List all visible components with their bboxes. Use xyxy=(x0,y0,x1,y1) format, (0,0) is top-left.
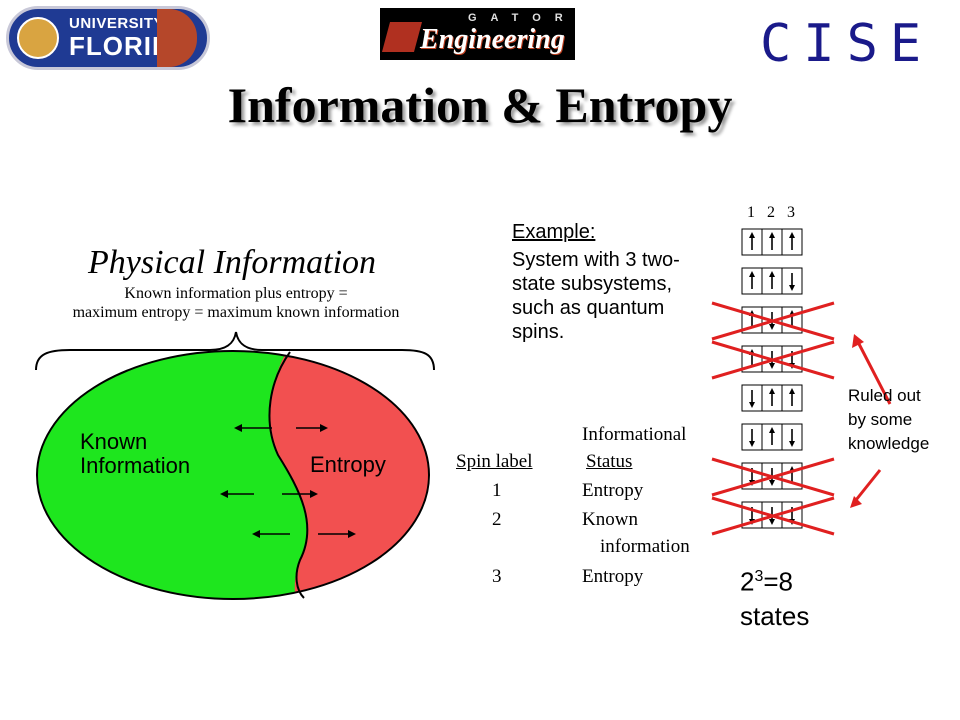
gator-label: GATOR xyxy=(468,12,577,24)
example-line-3: such as quantum xyxy=(512,297,665,319)
university-of-florida-logo: UNIVERSITY OF FLORIDA xyxy=(6,6,210,70)
uf-seal-icon xyxy=(17,17,59,59)
example-label: Example: xyxy=(512,221,596,243)
ruled-out-cross-icon xyxy=(711,340,835,380)
physical-information-title: Physical Information xyxy=(88,244,377,281)
state-count-word: states xyxy=(740,600,810,631)
cise-logo: CISE xyxy=(760,14,934,74)
known-label-line2: Information xyxy=(80,453,191,478)
information-ellipse-outline xyxy=(36,350,430,600)
state-count-formula: 23=8 xyxy=(740,560,809,599)
spin-column-label-3: 3 xyxy=(787,204,795,221)
engineering-label: Engineering xyxy=(420,24,565,55)
example-description: System with 3 two- state subsystems, suc… xyxy=(512,248,732,344)
subtitle-line-2: maximum entropy = maximum known informat… xyxy=(72,304,400,321)
state-count: 23=8 states xyxy=(740,560,809,633)
ruled-out-cross-icon xyxy=(711,457,835,497)
spin-state-row xyxy=(711,457,835,497)
count-base: 2 xyxy=(740,566,755,597)
table-row-2-label: 2 xyxy=(492,509,502,530)
example-line-4: spins. xyxy=(512,321,565,343)
table-row-2-status: Known xyxy=(582,509,638,530)
table-row-1-label: 1 xyxy=(492,480,502,501)
spin-up-arrow-icon xyxy=(769,271,775,289)
ruled-out-note: Ruled out by some knowledge xyxy=(848,384,958,456)
curly-brace-icon xyxy=(35,331,435,371)
spin-state-row xyxy=(711,496,835,536)
ruled-out-line2: by some xyxy=(848,410,913,429)
arrow-left-icon xyxy=(220,490,254,498)
spin-up-arrow-icon xyxy=(769,427,775,445)
ruled-out-cross-icon xyxy=(711,301,835,341)
arrow-right-icon xyxy=(318,530,356,538)
spin-up-arrow-icon xyxy=(789,232,795,250)
arrow-right-icon xyxy=(282,490,318,498)
count-exponent: 3 xyxy=(754,568,764,585)
ruled-out-line3: knowledge xyxy=(848,434,930,453)
table-row-1-status: Entropy xyxy=(582,480,644,501)
arrow-left-icon xyxy=(234,424,272,432)
table-header-status: Status xyxy=(586,451,633,472)
count-result: =8 xyxy=(763,566,794,597)
subtitle-line-1: Known information plus entropy = xyxy=(124,285,348,302)
spin-up-arrow-icon xyxy=(769,232,775,250)
known-label-line1: Known xyxy=(80,429,148,454)
spin-state-row xyxy=(711,301,835,341)
spin-down-arrow-icon xyxy=(789,429,795,447)
spin-state-row xyxy=(711,340,835,380)
spin-up-arrow-icon xyxy=(749,271,755,289)
spin-down-arrow-icon xyxy=(749,429,755,447)
spin-column-label-1: 1 xyxy=(747,204,755,221)
spin-state-row xyxy=(741,423,803,451)
entropy-region xyxy=(269,351,429,599)
example-line-2: state subsystems, xyxy=(512,273,673,295)
spin-column-label-2: 2 xyxy=(767,204,775,221)
table-row-3-status: Entropy xyxy=(582,566,644,587)
arrow-right-icon xyxy=(296,424,328,432)
spin-down-arrow-icon xyxy=(749,390,755,408)
example-line-1: System with 3 two- xyxy=(512,249,680,271)
spin-state-row xyxy=(741,384,803,412)
slide-title: Information & Entropy xyxy=(227,77,733,133)
gator-engineering-logo: GATOR Engineering xyxy=(380,8,575,60)
table-row-2-status-line2: information xyxy=(600,536,690,557)
physical-information-subtitle: Known information plus entropy = maximum… xyxy=(40,284,432,322)
arrow-left-icon xyxy=(252,530,290,538)
table-header-spin-label: Spin label xyxy=(456,451,533,472)
spin-state-grid xyxy=(711,228,835,536)
ruled-out-cross-icon xyxy=(711,496,835,536)
red-pointer-arrow-icon xyxy=(852,334,892,405)
known-entropy-boundary xyxy=(268,351,309,599)
spin-state-row xyxy=(741,267,803,295)
spin-state-row xyxy=(741,228,803,256)
red-pointer-arrow-icon xyxy=(850,469,882,508)
ruled-out-line1: Ruled out xyxy=(848,386,921,405)
table-row-3-label: 3 xyxy=(492,566,502,587)
spin-up-arrow-icon xyxy=(769,388,775,406)
table-header-informational: Informational xyxy=(582,424,687,445)
entropy-label: Entropy xyxy=(310,452,386,477)
spin-down-arrow-icon xyxy=(789,273,795,291)
spin-up-arrow-icon xyxy=(789,388,795,406)
known-information-label: Known Information xyxy=(80,430,220,478)
spin-up-arrow-icon xyxy=(749,232,755,250)
